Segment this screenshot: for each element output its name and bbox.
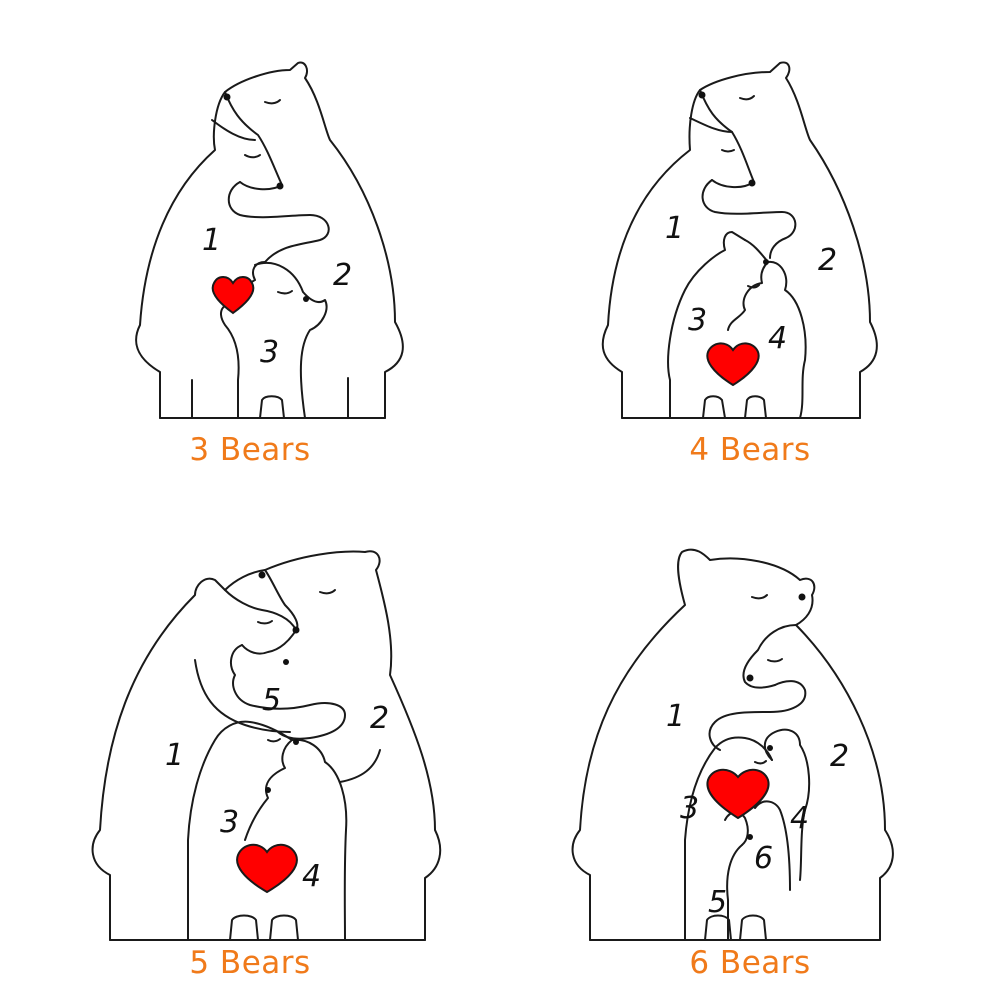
- heart-icon: [236, 843, 298, 894]
- bear-number-2: 2: [333, 258, 352, 293]
- bear-number-1: 1: [666, 699, 685, 734]
- bear-number-4: 4: [768, 321, 787, 356]
- bear-number-3: 3: [680, 791, 699, 826]
- bear-number-5: 5: [262, 683, 281, 718]
- bear-family-illustration-6: 1 2 3 4 5 6: [571, 548, 894, 941]
- bear-family-illustration-4: 1 2 3 4: [601, 61, 878, 419]
- bear-number-1: 1: [165, 738, 184, 773]
- caption-5-bears: 5 Bears: [189, 945, 311, 981]
- bear-number-1: 1: [665, 211, 684, 246]
- panel-6-bears[interactable]: 1 2 3 4 5 6 6 Bears: [500, 500, 1000, 1000]
- caption-6-bears: 6 Bears: [689, 945, 811, 981]
- heart-icon: [706, 768, 770, 820]
- bear-number-5: 5: [708, 885, 727, 920]
- bear-number-3: 3: [688, 303, 707, 338]
- bear-number-4: 4: [790, 801, 809, 836]
- bear-number-2: 2: [818, 243, 837, 278]
- bear-number-6: 6: [754, 841, 773, 876]
- caption-3-bears: 3 Bears: [189, 432, 311, 468]
- bear-number-1: 1: [202, 223, 221, 258]
- panel-5-bears[interactable]: 1 2 3 4 5 5 Bears: [0, 500, 500, 1000]
- caption-4-bears: 4 Bears: [689, 432, 811, 468]
- bear-family-illustration-5: 1 2 3 4 5: [91, 550, 442, 941]
- bear-number-4: 4: [302, 859, 321, 894]
- bear-number-3: 3: [220, 805, 239, 840]
- heart-icon: [706, 342, 760, 387]
- bear-number-3: 3: [260, 335, 279, 370]
- bear-family-illustration-3: 1 2 3: [135, 61, 404, 419]
- heart-icon: [211, 276, 255, 315]
- panel-3-bears[interactable]: 1 2 3 3 Bears: [0, 0, 500, 500]
- bear-number-2: 2: [370, 701, 389, 736]
- bear-number-2: 2: [830, 739, 849, 774]
- panel-4-bears[interactable]: 1 2 3 4 4 Bears: [500, 0, 1000, 500]
